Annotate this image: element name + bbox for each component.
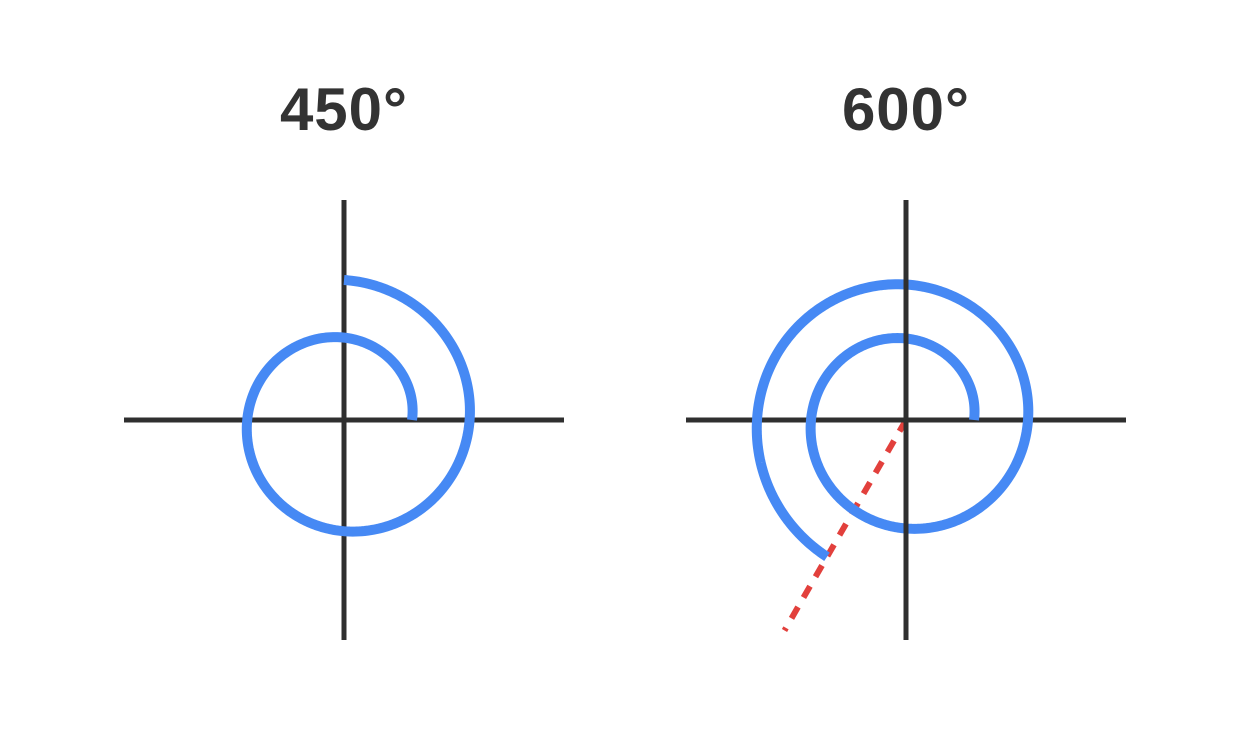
figure-450-plot xyxy=(124,200,564,640)
figure-600-plot xyxy=(686,200,1126,640)
rotation-spiral xyxy=(241,275,475,537)
terminal-side-ray xyxy=(781,418,909,632)
figure-450: 450° xyxy=(114,0,574,733)
figure-600: 600° xyxy=(676,0,1136,733)
rotation-spiral xyxy=(751,279,1034,561)
figure-450-title: 450° xyxy=(279,76,409,143)
figure-600-title: 600° xyxy=(841,76,971,143)
